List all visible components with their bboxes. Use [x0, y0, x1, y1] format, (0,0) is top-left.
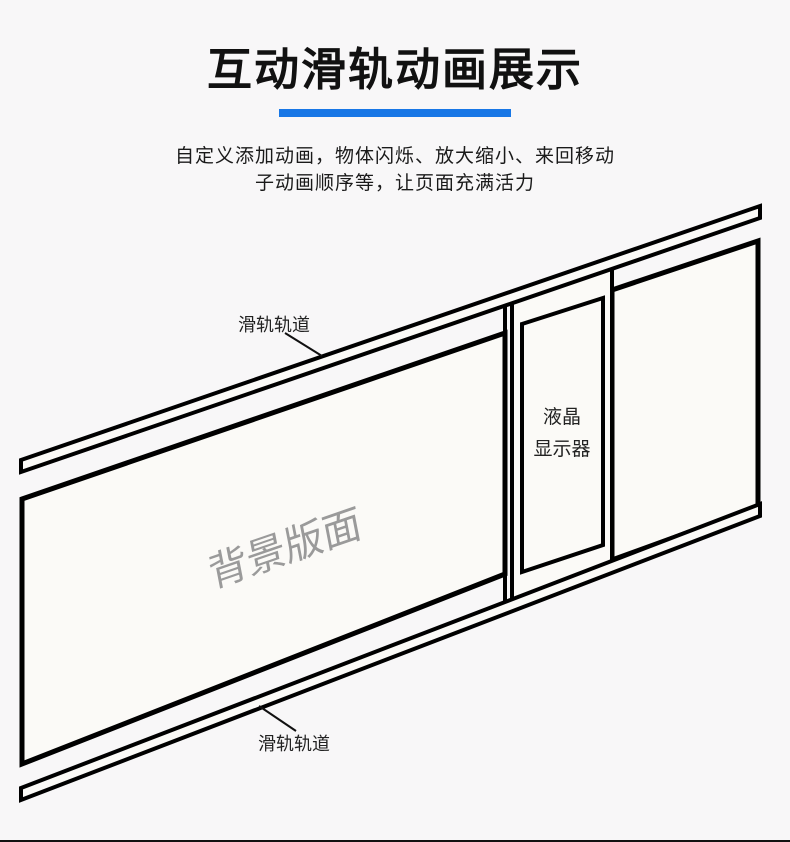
bottom-rail [19, 501, 762, 803]
title-underline-accent [279, 109, 511, 117]
bottom-rail-label: 滑轨轨道 [258, 734, 330, 755]
top-rail [19, 203, 762, 475]
lcd-screen [520, 295, 605, 575]
top-rail-label: 滑轨轨道 [238, 315, 310, 336]
page-title: 互动滑轨动画展示 [206, 43, 583, 96]
lcd-label-line-1: 液晶 [543, 406, 581, 428]
subtitle: 自定义添加动画，物体闪烁、放大缩小、来回移动 子动画顺序等，让页面充满活力 [0, 143, 790, 197]
top-rail-leader-line [284, 332, 323, 357]
bottom-border [0, 840, 790, 842]
lcd-frame [503, 262, 614, 609]
bottom-rail-leader-line [258, 705, 297, 732]
subtitle-line-1: 自定义添加动画，物体闪烁、放大缩小、来回移动 [174, 145, 615, 167]
lcd-label-line-2: 显示器 [533, 438, 590, 460]
subtitle-line-2: 子动画顺序等，让页面充满活力 [254, 172, 535, 194]
